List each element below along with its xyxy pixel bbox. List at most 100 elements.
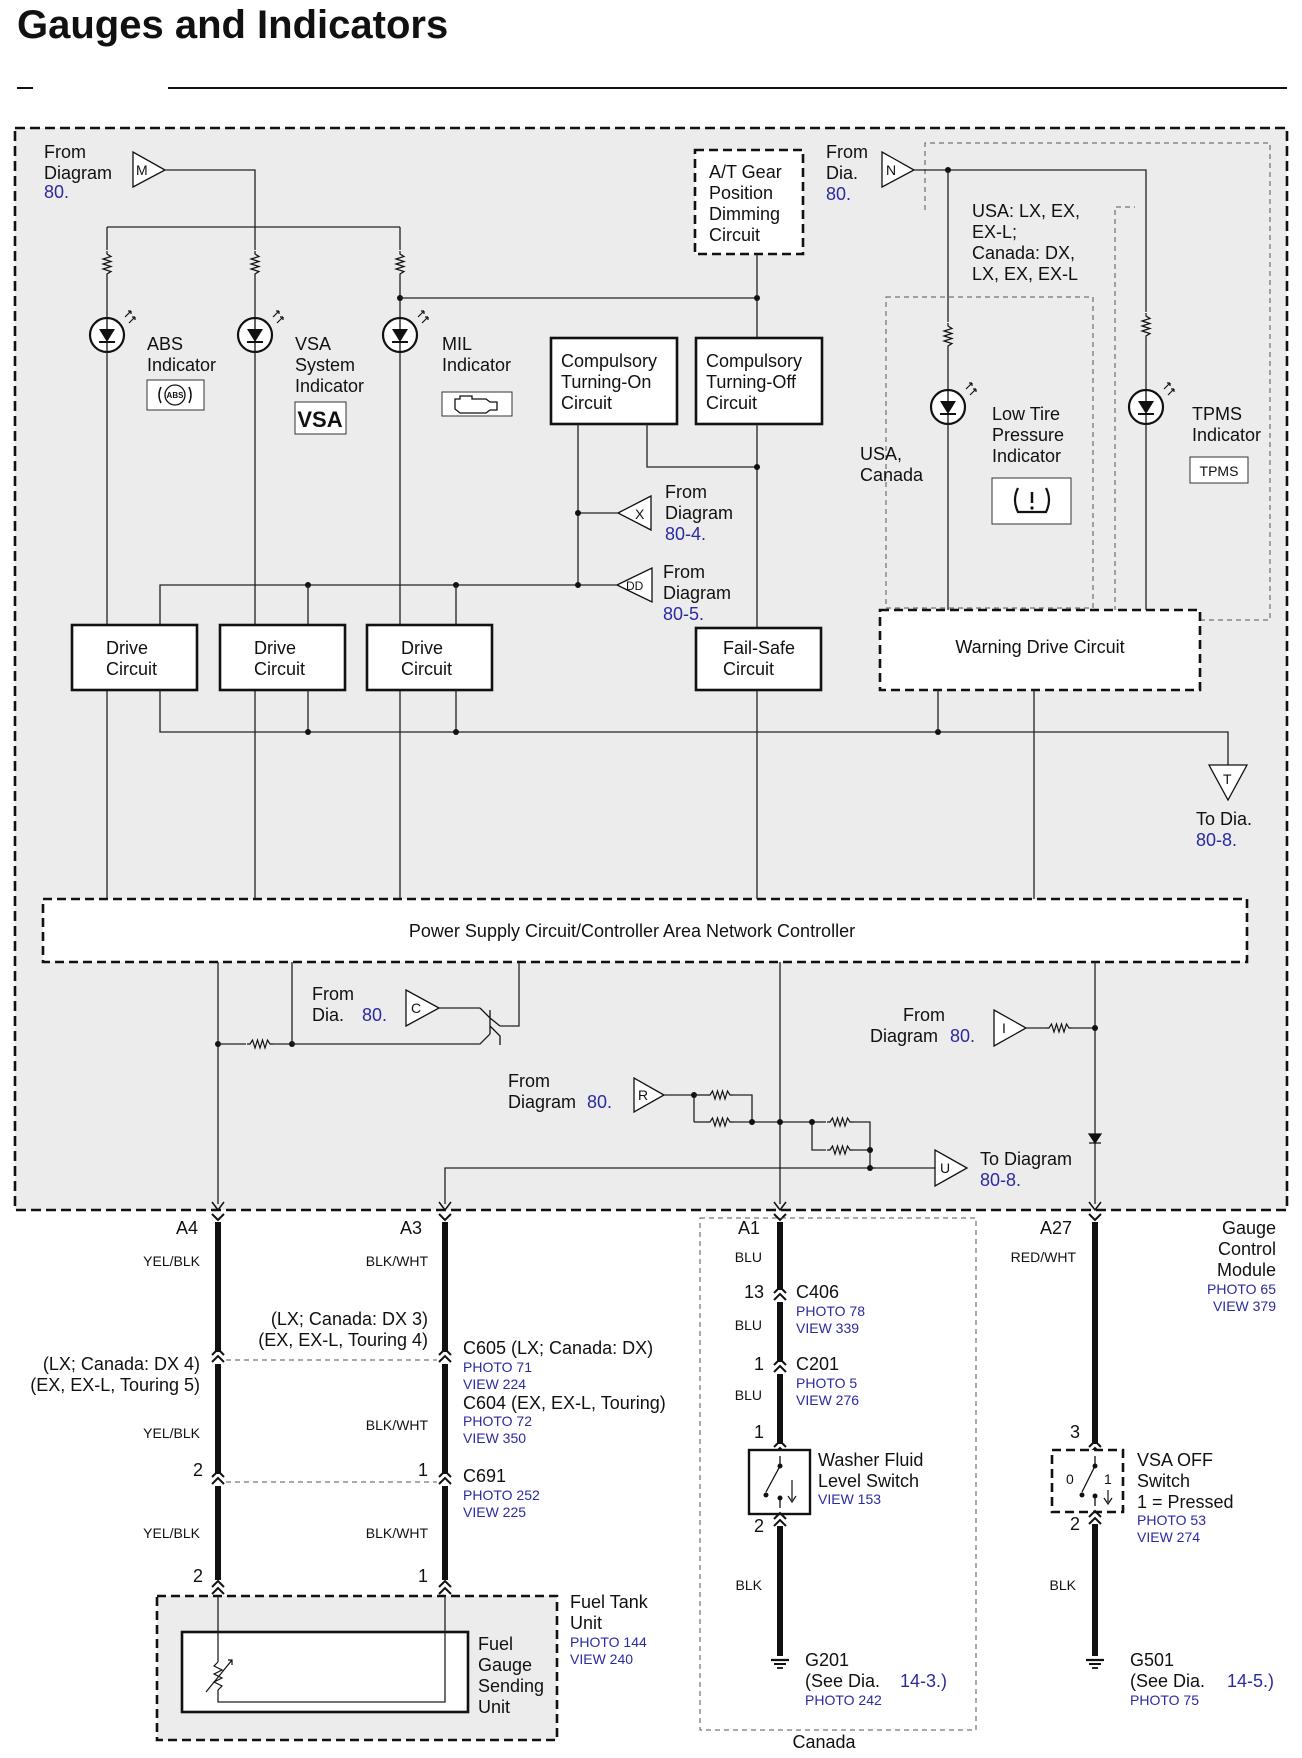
turning-on-label-2: Turning-On	[561, 372, 651, 392]
from-diagram-i-ref: 80.	[950, 1026, 975, 1046]
canada-model-boundary	[699, 1217, 977, 1731]
wire-color-a3-2: BLK/WHT	[366, 1417, 429, 1433]
vsa-off-view: VIEW 274	[1137, 1529, 1200, 1545]
vsa-indicator-label: VSA	[295, 334, 331, 354]
ltp-indicator-label-3: Indicator	[992, 446, 1061, 466]
module-name-2: Control	[1218, 1239, 1276, 1259]
at-gear-label-2: Position	[709, 183, 773, 203]
fuel-gauge-label-2: Gauge	[478, 1655, 532, 1675]
variable-resistor	[205, 1659, 233, 1693]
to-diagram-u-ref: 80-8.	[980, 1170, 1021, 1190]
turning-off-block	[694, 336, 824, 426]
abs-icon-text: ABS	[167, 391, 185, 400]
usa-canada-model-boundary	[885, 296, 1094, 609]
wire-color-a1-3: BLU	[735, 1387, 762, 1403]
fail-safe-label-2: Circuit	[723, 659, 774, 679]
connector-m	[132, 150, 167, 189]
diode	[1087, 1133, 1103, 1145]
c691-photo: PHOTO 252	[463, 1487, 540, 1503]
wire-color-vsa-ground: BLK	[1050, 1577, 1077, 1593]
connector-r-letter: R	[638, 1087, 648, 1103]
power-supply-can-block	[41, 897, 1249, 964]
wire-color-a4-3: YEL/BLK	[143, 1525, 200, 1541]
from-diagram-r-ref: 80.	[587, 1092, 612, 1112]
pin-a1-label: A1	[738, 1218, 760, 1238]
from-diagram-m-ref: 80.	[44, 182, 69, 202]
from-diagram-x-ref: 80-4.	[665, 524, 706, 544]
from-diagram-x-label-2: Diagram	[665, 503, 733, 523]
mil-icon-box	[441, 391, 513, 417]
vsa-indicator-label-2: System	[295, 355, 355, 375]
warning-drive-circuit	[878, 608, 1202, 692]
power-supply-can-label: Power Supply Circuit/Controller Area Net…	[409, 921, 855, 941]
at-gear-label-1: A/T Gear	[709, 162, 782, 182]
wire-color-a4-2: YEL/BLK	[143, 1425, 200, 1441]
wire-color-washer-ground: BLK	[736, 1577, 763, 1593]
vsa-switch-pos-0: 0	[1066, 1471, 1074, 1487]
fuel-tank-label-1: Fuel Tank	[570, 1592, 649, 1612]
c605-view: VIEW 224	[463, 1376, 526, 1392]
to-diagram-t-ref: 80-8.	[1196, 830, 1237, 850]
g501-ref: 14-5.)	[1227, 1671, 1274, 1691]
module-name-1: Gauge	[1222, 1218, 1276, 1238]
c605-label: C605 (LX; Canada: DX)	[463, 1338, 653, 1358]
variant-note-right-b: (EX, EX-L, Touring 4)	[258, 1330, 428, 1350]
pin-c691-right: 1	[418, 1460, 428, 1480]
tpms-icon-box	[1189, 456, 1249, 484]
turning-on-label-3: Circuit	[561, 393, 612, 413]
drive-circuit-vsa-label-1: Drive	[254, 638, 296, 658]
usa-models-note-1: USA: LX, EX,	[972, 201, 1080, 221]
to-diagram-t-label: To Dia.	[1196, 809, 1252, 829]
from-diagram-dd-label: From	[663, 562, 705, 582]
c604-label: C604 (EX, EX-L, Touring)	[463, 1393, 666, 1413]
wire-color-a3-3: BLK/WHT	[366, 1525, 429, 1541]
pin-fuel-right: 1	[418, 1566, 428, 1586]
g201-label: G201	[805, 1650, 849, 1670]
variant-note-right-a: (LX; Canada: DX 3)	[271, 1309, 428, 1329]
fuel-gauge-label-1: Fuel	[478, 1634, 513, 1654]
at-gear-label-4: Circuit	[709, 225, 760, 245]
wire-color-a1-1: BLU	[735, 1249, 762, 1265]
ground-g201-symbol	[769, 1658, 791, 1670]
connector-n	[881, 150, 916, 189]
pin-c406: 13	[744, 1282, 764, 1302]
connector-r	[633, 1076, 666, 1114]
from-diagram-r-label: From	[508, 1071, 550, 1091]
c201-view: VIEW 276	[796, 1392, 859, 1408]
pin-a4	[211, 1201, 225, 1222]
from-diagram-dd-label-2: Diagram	[663, 583, 731, 603]
washer-label-2: Level Switch	[818, 1471, 919, 1491]
abs-indicator-label-2: Indicator	[147, 355, 216, 375]
warning-drive-circuit-label: Warning Drive Circuit	[955, 637, 1124, 657]
usa-canada-note-2: Canada	[860, 465, 924, 485]
drive-circuit-vsa	[218, 623, 347, 692]
ltp-indicator-label-1: Low Tire	[992, 404, 1060, 424]
g501-label: G501	[1130, 1650, 1174, 1670]
vsa-icon-text: VSA	[297, 407, 342, 432]
page-title: Gauges and Indicators	[17, 3, 448, 47]
pin-vsa-bottom: 2	[1070, 1514, 1080, 1534]
washer-label-1: Washer Fluid	[818, 1450, 923, 1470]
abs-indicator-label: ABS	[147, 334, 183, 354]
pin-fuel-left: 2	[193, 1566, 203, 1586]
pin-washer-top: 1	[754, 1422, 764, 1442]
c604-view: VIEW 350	[463, 1430, 526, 1446]
connector-c-letter: C	[411, 1000, 421, 1016]
fuel-gauge-label-3: Sending	[478, 1676, 544, 1696]
fuel-gauge-label-4: Unit	[478, 1697, 510, 1717]
connector-dd-letter: DD	[626, 579, 644, 593]
c201-label: C201	[796, 1354, 839, 1374]
from-diagram-i-label-2: Diagram	[870, 1026, 938, 1046]
module-name-3: Module	[1217, 1260, 1276, 1280]
from-dia-n-ref: 80.	[826, 184, 851, 204]
turning-off-label-3: Circuit	[706, 393, 757, 413]
g201-photo: PHOTO 242	[805, 1692, 882, 1708]
tire-pressure-icon	[1013, 487, 1051, 514]
wire-color-a1-2: BLU	[735, 1317, 762, 1333]
connector-u-letter: U	[940, 1160, 950, 1176]
turning-on-label-1: Compulsory	[561, 351, 657, 371]
connector-i	[993, 1008, 1028, 1048]
c406-photo: PHOTO 78	[796, 1303, 865, 1319]
pin-a3	[438, 1201, 452, 1222]
